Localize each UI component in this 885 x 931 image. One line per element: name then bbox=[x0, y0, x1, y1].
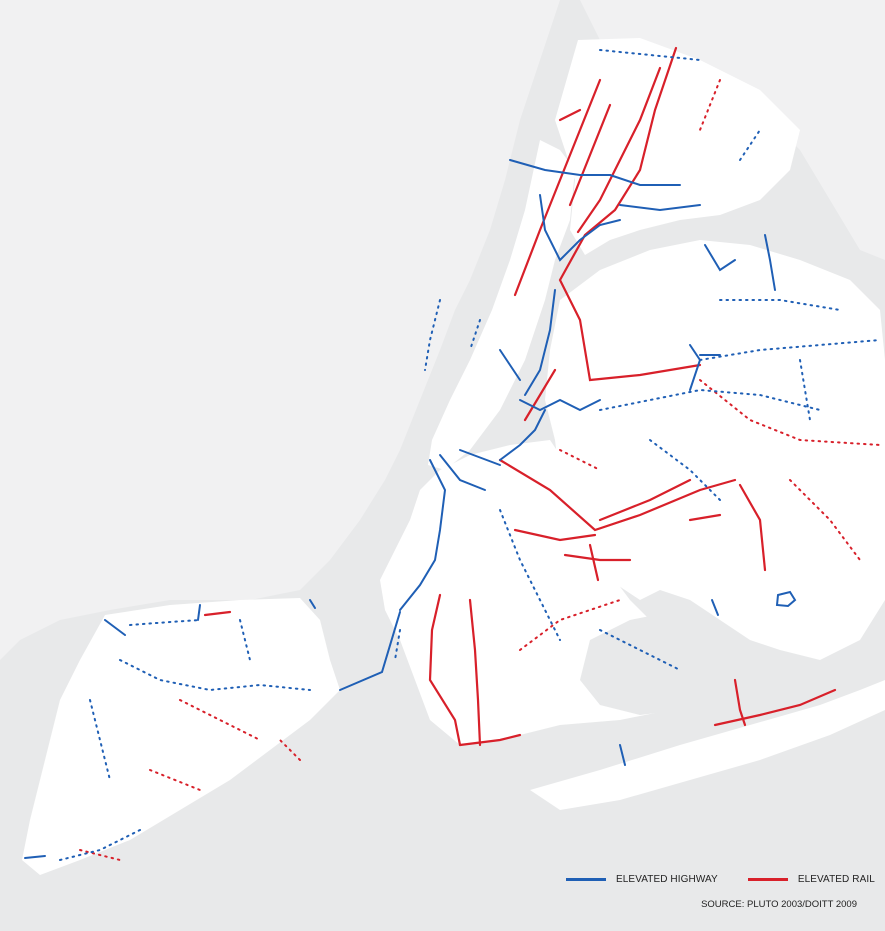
highway-segment bbox=[764, 234, 776, 291]
manhattan bbox=[428, 140, 575, 470]
rail-dotted-segment bbox=[179, 699, 261, 741]
highway-dotted-segment bbox=[59, 829, 141, 861]
rail-segment bbox=[498, 458, 737, 532]
rail-segment bbox=[458, 733, 522, 747]
highway-segment bbox=[619, 204, 701, 212]
highway-segment bbox=[704, 244, 736, 272]
rail-segment bbox=[468, 598, 482, 747]
highway-interchange bbox=[775, 590, 797, 608]
elevated-highway-lines bbox=[24, 159, 776, 859]
highway-segment bbox=[104, 619, 126, 636]
rail-dotted-segment bbox=[789, 479, 861, 561]
highway-dotted-segment bbox=[394, 629, 401, 661]
rail-segment bbox=[203, 610, 232, 617]
rockaway-peninsula bbox=[530, 680, 885, 810]
highway-dotted-segment bbox=[599, 388, 821, 411]
highway-dotted-segment bbox=[499, 509, 561, 641]
rail-dotted-segment bbox=[519, 599, 621, 651]
rail-dotted-segment bbox=[79, 849, 121, 861]
highway-dotted-segment bbox=[239, 619, 251, 661]
highway-segment bbox=[499, 409, 546, 461]
elevated-rail-dotted bbox=[79, 79, 881, 861]
highway-segment bbox=[339, 611, 401, 691]
highway-segment bbox=[609, 174, 681, 186]
legend-item-elevated-rail: ELEVATED RAIL bbox=[747, 874, 875, 885]
westchester-landmass bbox=[580, 0, 885, 260]
highway-dotted-segment bbox=[424, 299, 441, 371]
legend-label-highway: ELEVATED HIGHWAY bbox=[616, 874, 718, 885]
rail-dotted-segment bbox=[279, 739, 301, 761]
legend-item-elevated-highway: ELEVATED HIGHWAY bbox=[566, 874, 718, 885]
rail-segment bbox=[523, 368, 557, 422]
highway-segment bbox=[711, 599, 719, 616]
highway-dotted-segment bbox=[649, 439, 721, 501]
highway-segment bbox=[499, 349, 521, 381]
rail-segment bbox=[558, 108, 582, 122]
jamaica-bay bbox=[580, 610, 740, 715]
highway-dotted-segment bbox=[119, 659, 311, 692]
legend-label-rail: ELEVATED RAIL bbox=[797, 874, 875, 885]
rail-segment bbox=[733, 678, 747, 727]
highway-dotted-segment bbox=[599, 629, 681, 671]
highway-segment bbox=[459, 449, 501, 466]
rail-segment bbox=[576, 66, 662, 234]
highway-segment bbox=[509, 159, 611, 176]
rail-dotted-segment bbox=[699, 79, 721, 131]
highway-dotted-segment bbox=[719, 299, 841, 311]
highway-dotted-segment bbox=[129, 619, 201, 626]
highway-dotted-segment bbox=[599, 49, 701, 61]
highway-dotted-segment bbox=[89, 699, 111, 781]
rail-segment bbox=[568, 103, 612, 207]
elevated-rail-lines bbox=[203, 46, 837, 747]
rail-dotted-segment bbox=[699, 379, 881, 446]
rail-dotted-segment bbox=[149, 769, 201, 791]
rail-segment bbox=[738, 483, 767, 572]
rail-segment bbox=[688, 513, 722, 522]
elevated-highway-dotted bbox=[59, 49, 881, 861]
source-note: SOURCE: PLUTO 2003/DOITT 2009 bbox=[701, 899, 857, 910]
highway-dotted-segment bbox=[469, 319, 481, 351]
highway-segment bbox=[309, 599, 316, 609]
map-legend: ELEVATED HIGHWAY ELEVATED RAIL bbox=[566, 874, 875, 885]
rail-segment bbox=[713, 688, 837, 727]
highway-segment bbox=[399, 459, 447, 611]
staten-island bbox=[22, 598, 340, 875]
rail-dotted-segment bbox=[559, 449, 601, 471]
highway-segment bbox=[519, 398, 601, 412]
highway-segment bbox=[524, 289, 556, 396]
highway-segment bbox=[539, 194, 621, 262]
queens bbox=[545, 240, 885, 660]
legend-swatch-rail bbox=[747, 878, 788, 881]
rail-segment bbox=[428, 593, 462, 747]
highway-segment bbox=[439, 454, 486, 491]
rail-segment bbox=[558, 46, 702, 382]
highway-segment bbox=[24, 855, 46, 859]
highway-dotted-segment bbox=[699, 339, 881, 361]
rail-segment bbox=[588, 543, 600, 582]
legend-swatch-highway bbox=[566, 878, 606, 881]
rail-segment bbox=[513, 78, 602, 297]
bronx bbox=[555, 38, 800, 255]
new-jersey-landmass bbox=[0, 0, 560, 660]
rail-segment bbox=[513, 528, 597, 542]
highway-segment bbox=[619, 744, 626, 766]
highway-segment bbox=[197, 604, 201, 621]
rail-segment bbox=[563, 553, 632, 562]
rail-segment bbox=[598, 478, 692, 522]
highway-dotted-segment bbox=[739, 129, 761, 161]
